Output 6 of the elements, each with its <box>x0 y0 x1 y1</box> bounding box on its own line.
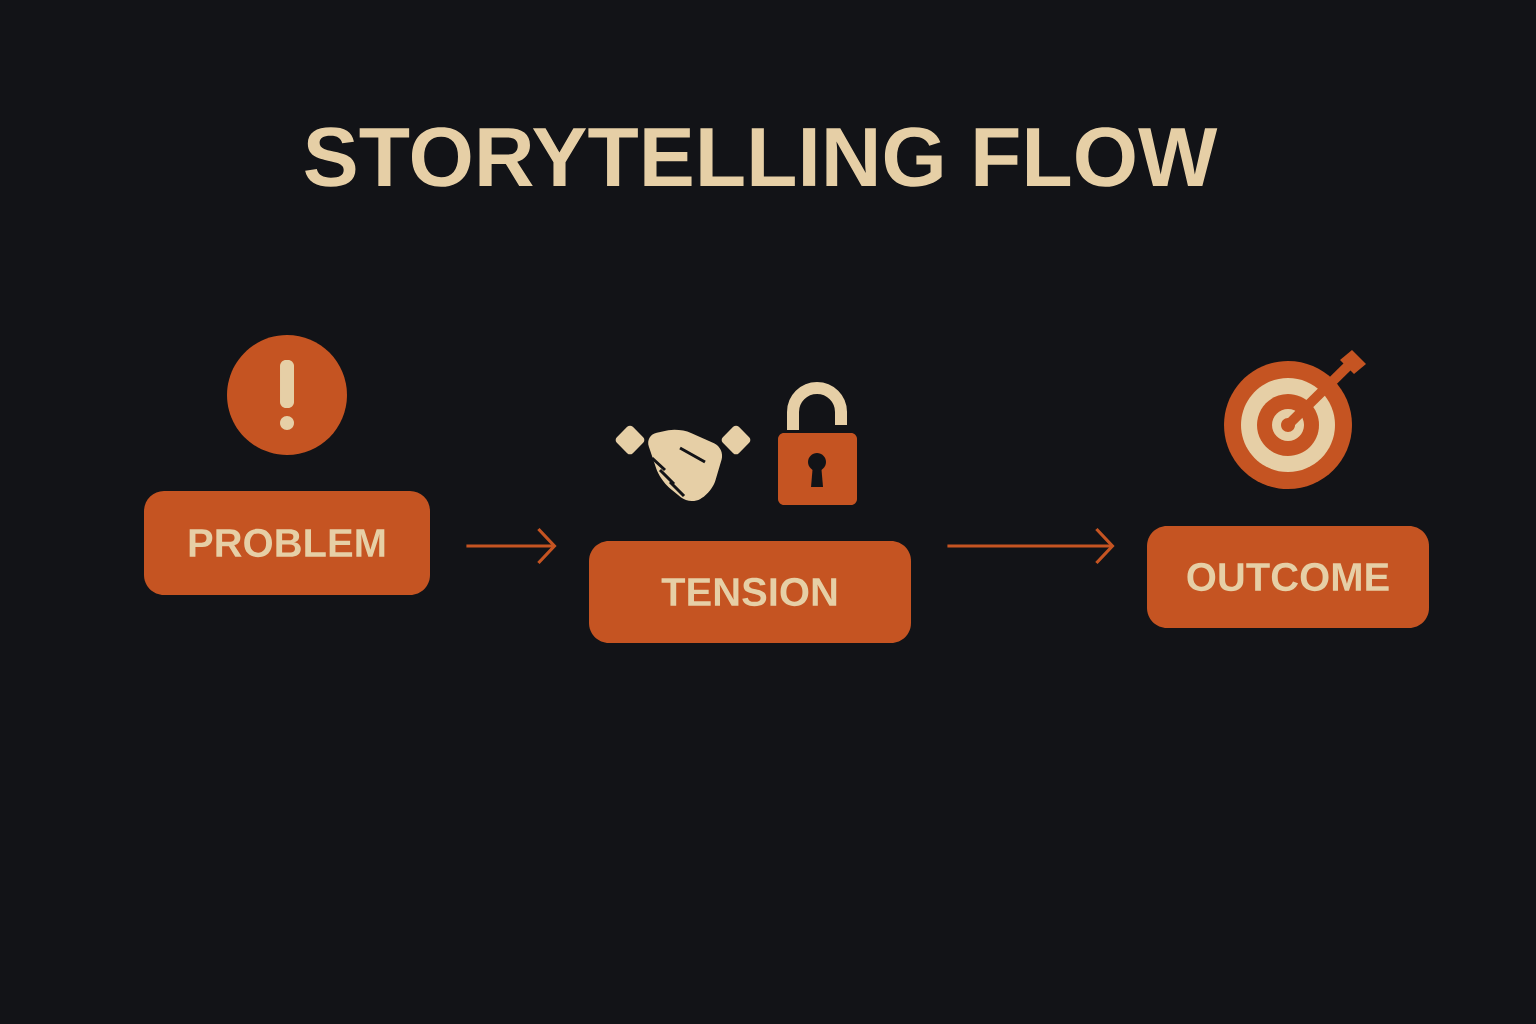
arrow <box>947 527 1115 565</box>
process-box: OUTCOME <box>1147 526 1429 628</box>
title: STORYTELLING FLOW <box>305 127 1218 187</box>
arrow <box>466 527 557 565</box>
process-box: TENSION <box>589 541 911 643</box>
process-box: PROBLEM <box>144 491 430 595</box>
